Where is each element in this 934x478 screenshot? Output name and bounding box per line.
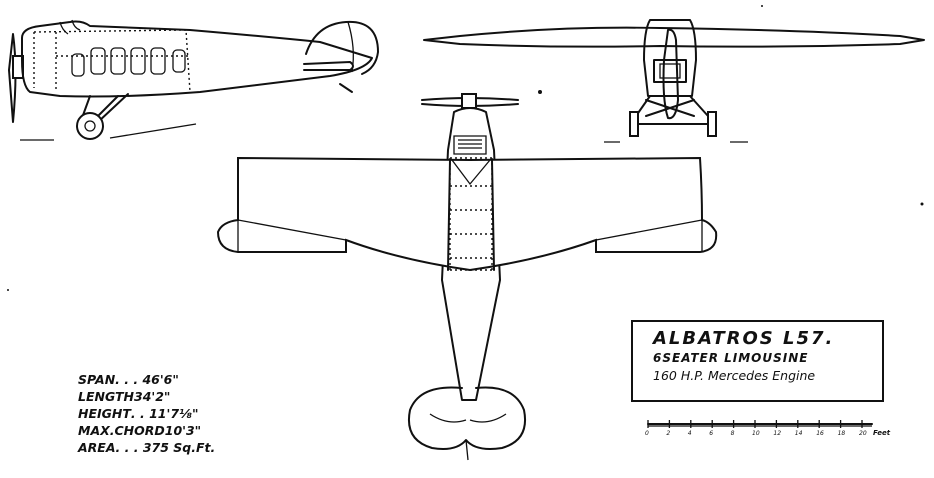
plan-elevator-line xyxy=(429,413,507,461)
side-view xyxy=(8,19,379,141)
scale-unit: Feet xyxy=(873,429,891,437)
scale-tick-label: 2 xyxy=(666,430,671,437)
side-ground-line xyxy=(20,123,197,141)
side-wheel-hub xyxy=(84,120,96,132)
spec-area: AREA . . . 375 Sq.Ft. xyxy=(78,440,216,455)
front-wheel-right xyxy=(707,111,717,137)
spec-span: SPAN. . . 46'6" xyxy=(78,372,179,387)
side-tail-skid xyxy=(339,83,353,93)
spec-length: LENGTH 34'2" xyxy=(78,389,171,404)
side-cabin-dotted xyxy=(33,29,191,93)
plan-tailplane xyxy=(408,386,526,450)
plan-main-wing xyxy=(216,156,718,272)
plan-aileron-right xyxy=(595,219,703,252)
front-wing xyxy=(423,26,925,48)
plan-aileron-left xyxy=(237,219,347,252)
plan-view xyxy=(216,93,718,461)
plan-fuselage xyxy=(441,107,501,401)
scale-tick-label: 12 xyxy=(773,430,782,437)
spec-height: HEIGHT . . 11'7⅛" xyxy=(78,406,199,421)
specifications-list: SPAN. . . 46'6" LENGTH 34'2" HEIGHT . . … xyxy=(78,371,215,456)
plan-hatch-pattern xyxy=(458,139,482,149)
plan-cabin-dotted xyxy=(449,157,493,271)
aircraft-name: ALBATROS L57. xyxy=(653,328,835,349)
front-propeller xyxy=(662,28,679,120)
front-fuselage xyxy=(643,19,697,97)
scale-tick-label: 14 xyxy=(794,430,803,437)
spec-max-chord: MAX.CHORD 10'3" xyxy=(78,423,202,438)
scale-tick-label: 18 xyxy=(837,430,846,437)
scale-tick-label: 20 xyxy=(859,430,867,437)
scale-tick-label: 0 xyxy=(645,430,649,437)
front-landing-gear xyxy=(629,95,713,125)
front-wheel-left xyxy=(629,111,639,137)
front-radiator xyxy=(653,59,687,83)
plan-cockpit-v xyxy=(451,159,491,186)
scale-tick-label: 16 xyxy=(816,430,824,437)
side-tailplane xyxy=(303,61,354,71)
side-fuselage xyxy=(21,20,373,98)
aircraft-subtitle: 6SEATER LIMOUSINE xyxy=(653,351,809,365)
scale-tick-label: 10 xyxy=(752,430,760,437)
scale-tick-label: 6 xyxy=(709,430,714,437)
scale-tick-label: 4 xyxy=(687,430,692,437)
scale-bar xyxy=(647,423,873,427)
plan-cockpit-hatch xyxy=(453,135,487,155)
front-view xyxy=(423,19,925,143)
scale-tick-label: 8 xyxy=(730,430,735,437)
side-nose-ridges xyxy=(59,19,81,35)
side-tail-fin xyxy=(305,20,379,75)
aircraft-engine: 160 H.P. Mercedes Engine xyxy=(653,368,816,383)
plan-propeller-hub xyxy=(461,93,477,109)
side-windows xyxy=(71,47,186,77)
front-radiator-core xyxy=(659,63,681,79)
title-box: ALBATROS L57. 6SEATER LIMOUSINE 160 H.P.… xyxy=(631,320,884,402)
side-wheel xyxy=(76,112,104,140)
